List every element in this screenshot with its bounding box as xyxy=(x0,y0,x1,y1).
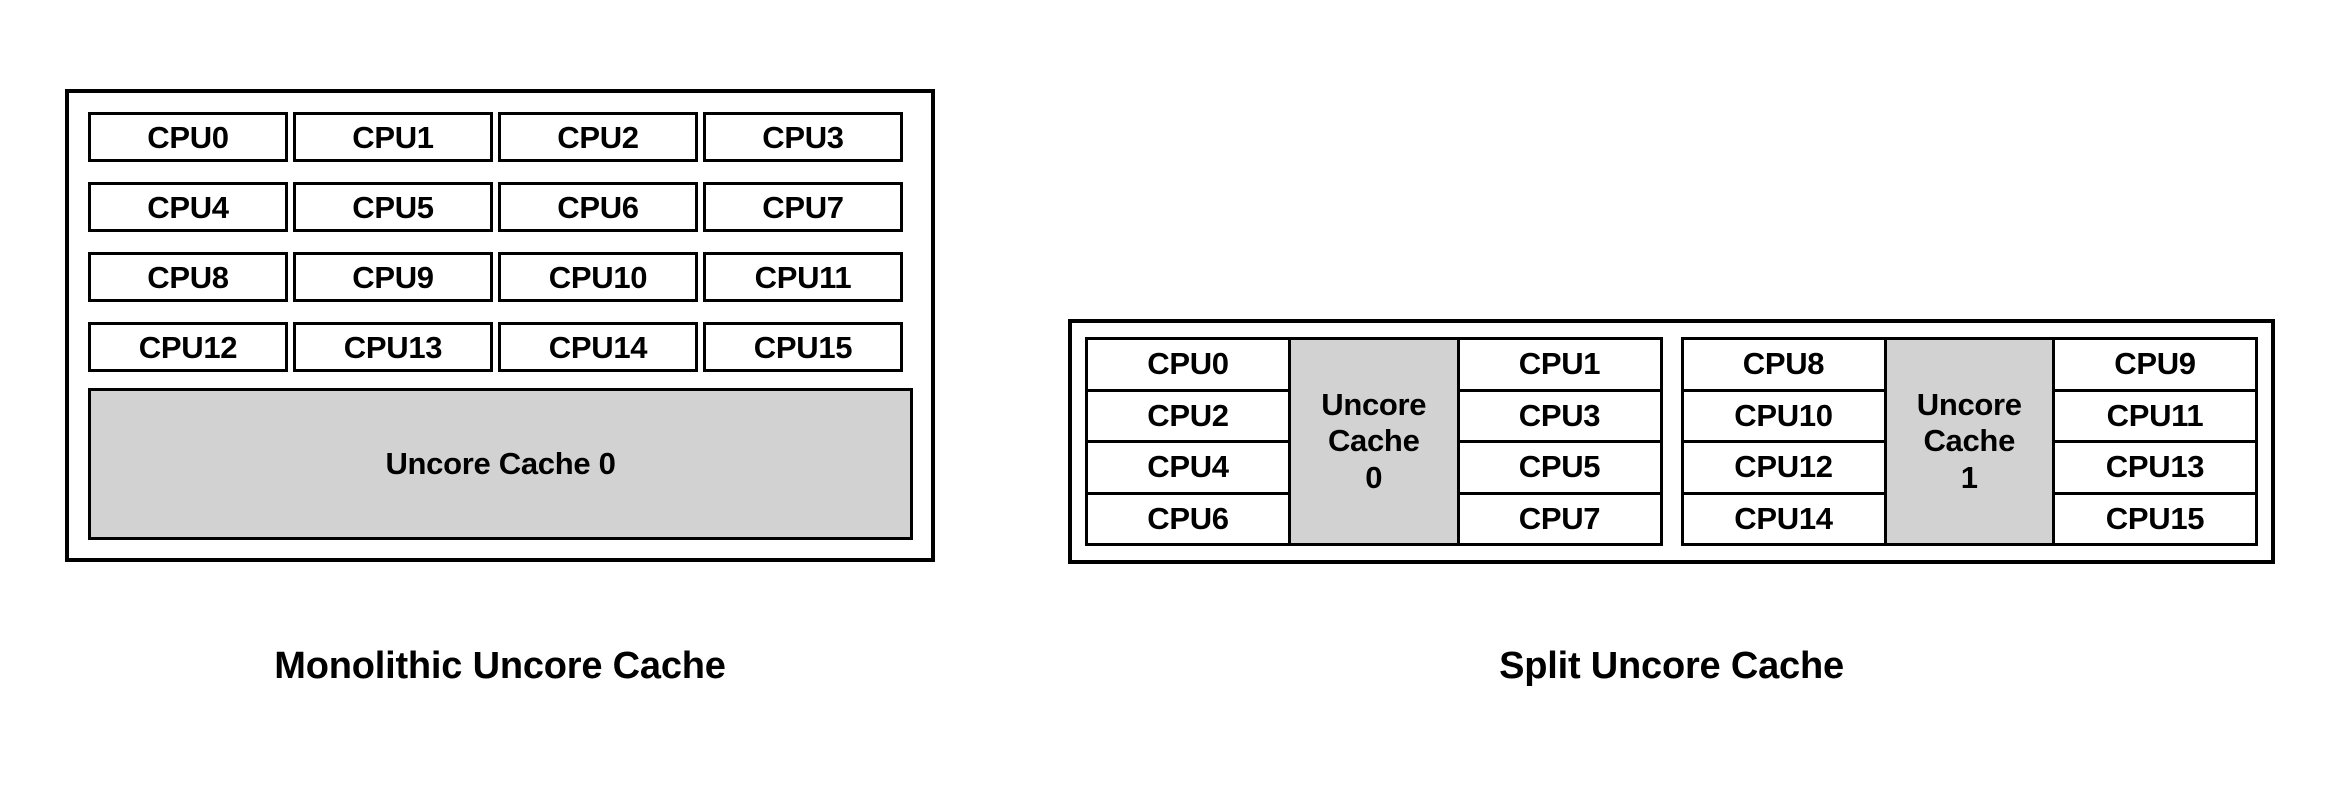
uncore-cache-box: Uncore Cache 0 xyxy=(88,388,913,540)
cpu-box: CPU6 xyxy=(1088,494,1288,543)
split-cache-groups: CPU0 CPU2 CPU4 CPU6 Uncore Cache 0 CPU1 … xyxy=(1085,337,2258,546)
split-group-0-right-cpu-column: CPU1 CPU3 CPU5 CPU7 xyxy=(1456,340,1660,543)
cpu-box: CPU5 xyxy=(1459,443,1660,495)
cpu-box: CPU10 xyxy=(1683,391,1884,443)
cpu-box: CPU4 xyxy=(1088,443,1288,495)
split-group-0-cache-column: Uncore Cache 0 xyxy=(1291,340,1457,543)
cpu-box: CPU13 xyxy=(2055,443,2255,495)
split-cache-group-1: CPU8 CPU10 CPU12 CPU14 Uncore Cache 1 CP… xyxy=(1680,337,2258,546)
cpu-box: CPU9 xyxy=(2055,340,2255,392)
uncore-cache-label-line1: Uncore xyxy=(1321,386,1427,422)
cpu-box: CPU11 xyxy=(2055,391,2255,443)
uncore-cache-label-line2: Cache xyxy=(1327,423,1420,459)
cpu-box: CPU8 xyxy=(88,252,288,302)
monolithic-figure-caption: Monolithic Uncore Cache xyxy=(274,645,726,687)
cpu-box: CPU14 xyxy=(498,322,698,372)
cpu-box: CPU12 xyxy=(88,322,288,372)
cpu-box: CPU9 xyxy=(293,252,493,302)
cpu-box: CPU2 xyxy=(1088,391,1288,443)
cpu-box: CPU4 xyxy=(88,182,288,232)
monolithic-cpu-grid: CPU0 CPU1 CPU2 CPU3 CPU4 CPU5 CPU6 CPU7 … xyxy=(88,112,913,372)
uncore-cache-label-line3: 0 xyxy=(1365,459,1383,495)
uncore-cache-label-line3: 1 xyxy=(1960,459,1978,495)
cpu-box: CPU8 xyxy=(1683,340,1884,392)
cpu-box: CPU1 xyxy=(1459,340,1660,392)
split-group-1-left-cpu-column: CPU8 CPU10 CPU12 CPU14 xyxy=(1683,340,1887,543)
uncore-cache-box: Uncore Cache 1 xyxy=(1886,340,2052,543)
monolithic-uncore-cache-figure: CPU0 CPU1 CPU2 CPU3 CPU4 CPU5 CPU6 CPU7 … xyxy=(65,89,935,562)
cpu-box: CPU11 xyxy=(703,252,903,302)
cpu-box: CPU3 xyxy=(1459,391,1660,443)
uncore-cache-label-line2: Cache xyxy=(1923,423,2016,459)
cpu-box: CPU6 xyxy=(498,182,698,232)
split-figure-caption: Split Uncore Cache xyxy=(1499,645,1844,687)
cpu-box: CPU1 xyxy=(293,112,493,162)
cpu-box: CPU3 xyxy=(703,112,903,162)
cpu-box: CPU0 xyxy=(88,112,288,162)
uncore-cache-box: Uncore Cache 0 xyxy=(1291,340,1457,543)
cpu-box: CPU10 xyxy=(498,252,698,302)
cpu-box: CPU13 xyxy=(293,322,493,372)
split-cache-group-0: CPU0 CPU2 CPU4 CPU6 Uncore Cache 0 CPU1 … xyxy=(1085,337,1663,546)
cpu-box: CPU0 xyxy=(1088,340,1288,392)
cpu-box: CPU5 xyxy=(293,182,493,232)
split-group-0-left-cpu-column: CPU0 CPU2 CPU4 CPU6 xyxy=(1088,340,1291,543)
cpu-box: CPU7 xyxy=(1459,494,1660,543)
cpu-box: CPU2 xyxy=(498,112,698,162)
cpu-box: CPU14 xyxy=(1683,494,1884,543)
cpu-box: CPU12 xyxy=(1683,443,1884,495)
cpu-box: CPU15 xyxy=(703,322,903,372)
cpu-box: CPU7 xyxy=(703,182,903,232)
uncore-cache-label-line1: Uncore xyxy=(1916,386,2022,422)
cpu-box: CPU15 xyxy=(2055,494,2255,543)
split-group-1-cache-column: Uncore Cache 1 xyxy=(1886,340,2052,543)
split-group-1-right-cpu-column: CPU9 CPU11 CPU13 CPU15 xyxy=(2052,340,2255,543)
split-uncore-cache-figure: CPU0 CPU2 CPU4 CPU6 Uncore Cache 0 CPU1 … xyxy=(1068,319,2275,564)
